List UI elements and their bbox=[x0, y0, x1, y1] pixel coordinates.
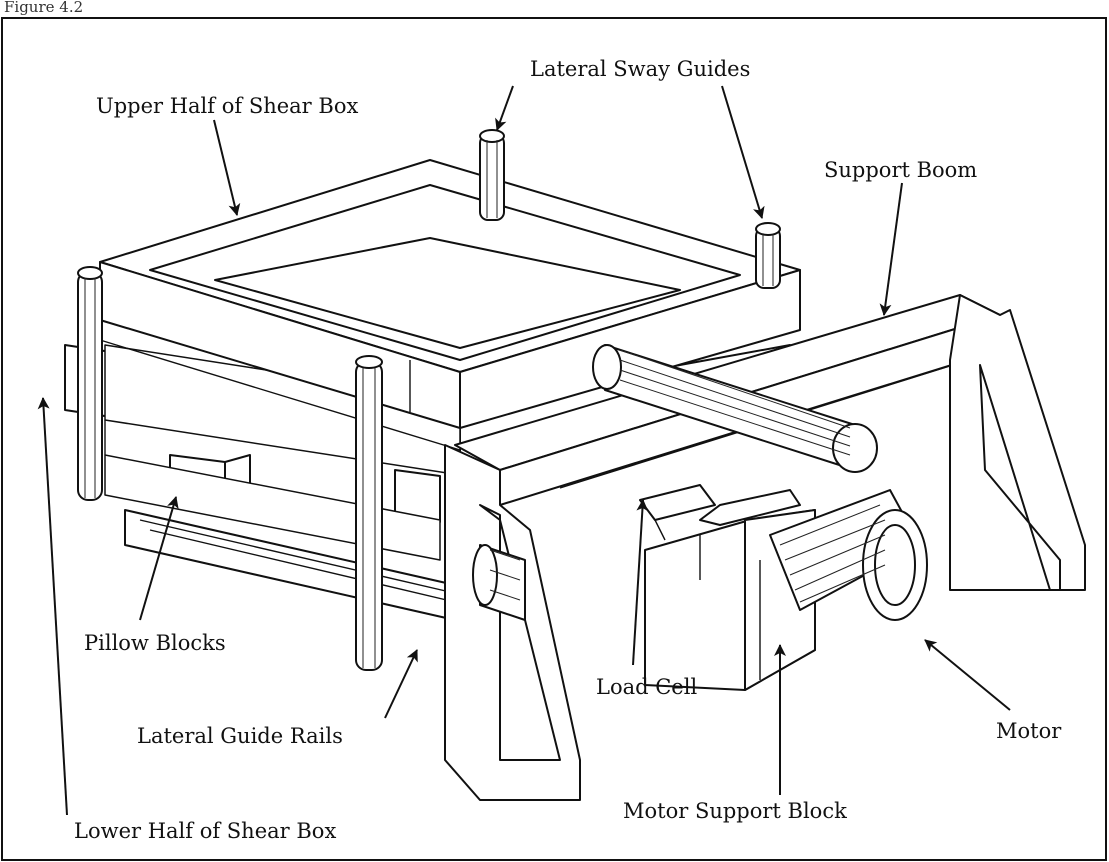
arrow-lateral-sway-guides-left bbox=[495, 85, 514, 131]
arrow-upper-half bbox=[213, 119, 241, 216]
label-lateral-sway-guides: Lateral Sway Guides bbox=[530, 57, 750, 81]
arrow-lateral-sway-guides-right bbox=[721, 85, 765, 219]
label-motor: Motor bbox=[996, 719, 1062, 743]
shaft-drawing bbox=[472, 544, 526, 621]
label-lateral-guide-rails: Lateral Guide Rails bbox=[137, 724, 343, 748]
motor-drawing bbox=[769, 489, 928, 621]
diagram-border bbox=[1, 17, 1107, 861]
arrow-pillow-blocks bbox=[139, 496, 179, 621]
arrow-motor bbox=[924, 639, 1011, 711]
upper-half-shear-box-drawing bbox=[99, 159, 801, 451]
label-lower-half: Lower Half of Shear Box bbox=[74, 819, 336, 843]
label-load-cell: Load Cell bbox=[596, 675, 697, 699]
label-motor-support-block: Motor Support Block bbox=[623, 799, 847, 823]
load-cell-drawing bbox=[639, 484, 716, 541]
arrow-support-boom bbox=[879, 182, 903, 316]
boom-tube-drawing bbox=[592, 344, 878, 473]
motor-support-block-drawing bbox=[644, 489, 816, 691]
figure-caption: Figure 4.2 bbox=[4, 0, 83, 16]
label-support-boom: Support Boom bbox=[824, 158, 977, 182]
callout-arrows bbox=[37, 85, 1011, 816]
label-upper-half: Upper Half of Shear Box bbox=[96, 94, 358, 118]
label-pillow-blocks: Pillow Blocks bbox=[84, 631, 226, 655]
arrow-lateral-guide-rails bbox=[384, 649, 418, 719]
arrow-load-cell bbox=[632, 499, 649, 666]
arrow-lower-half bbox=[37, 397, 68, 816]
lateral-sway-guides-drawing bbox=[77, 129, 781, 671]
